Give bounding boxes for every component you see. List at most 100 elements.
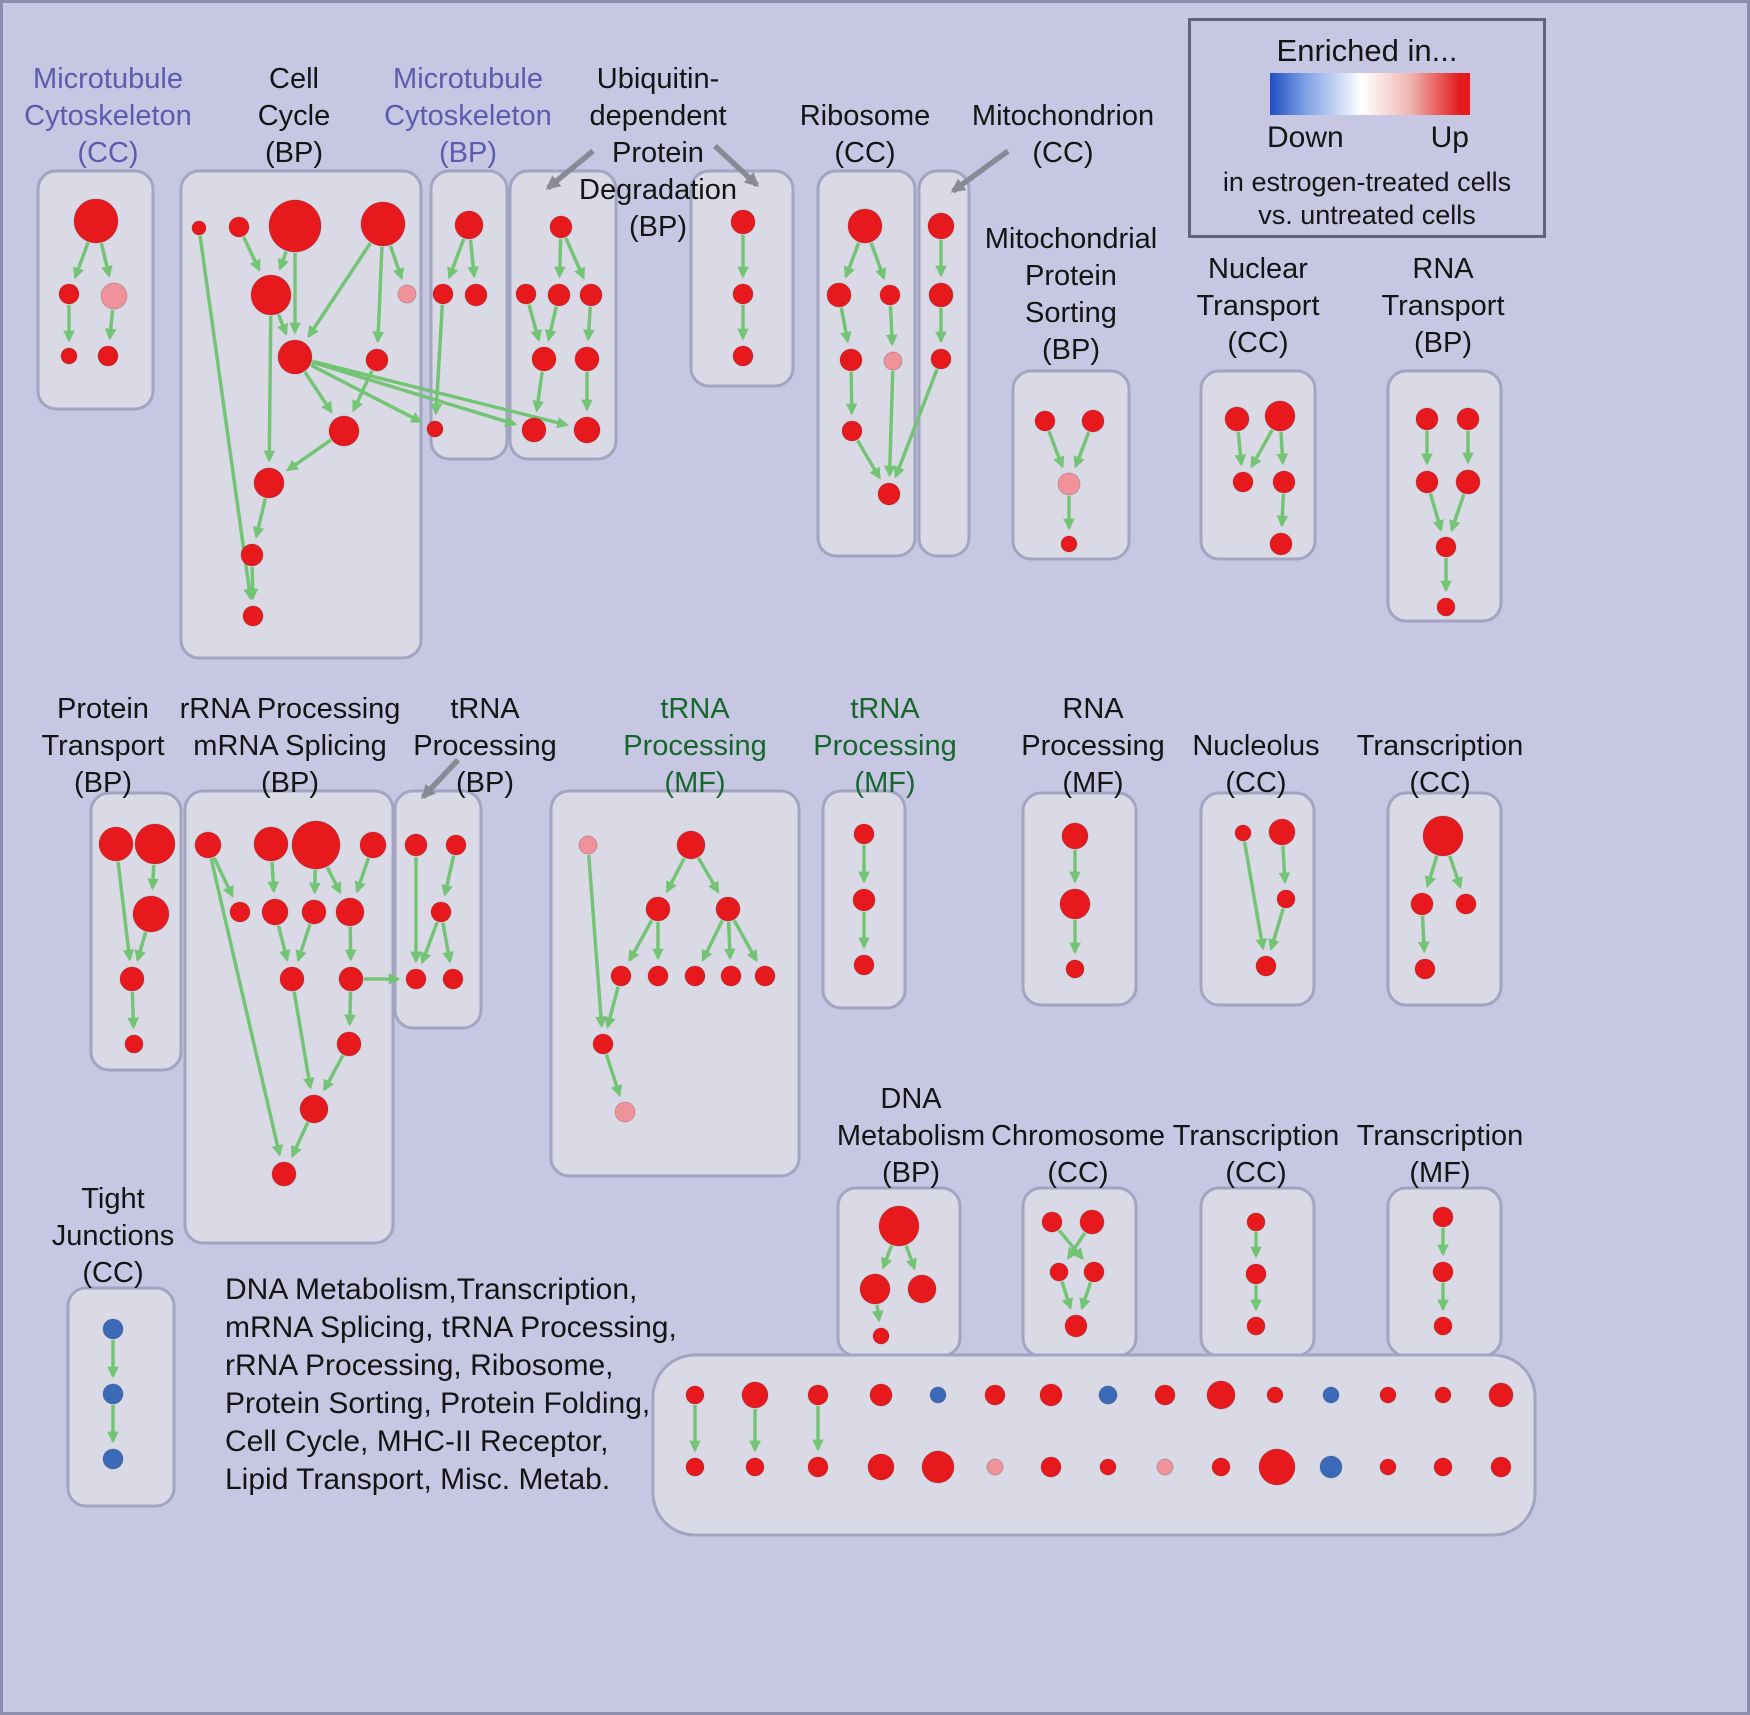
- relationship-arrow: [127, 991, 140, 1030]
- go-term-node: [645, 896, 671, 922]
- go-term-node: [1415, 470, 1439, 494]
- relationship-arrow: [628, 919, 654, 963]
- go-term-node: [1455, 469, 1481, 495]
- go-term-node: [359, 831, 387, 859]
- go-term-node: [124, 1034, 144, 1054]
- legend-caption-line1: in estrogen-treated cells: [1222, 167, 1512, 197]
- footnote-line: Cell Cycle, MHC-II Receptor,: [225, 1425, 609, 1458]
- go-term-node: [335, 897, 365, 927]
- go-term-node: [365, 348, 389, 372]
- relationship-arrow: [276, 925, 291, 962]
- go-term-node: [1081, 409, 1105, 433]
- go-term-node: [1206, 1380, 1236, 1410]
- relationship-arrow: [893, 368, 939, 479]
- relationship-arrow: [696, 857, 720, 894]
- relationship-arrow: [845, 371, 858, 416]
- go-term-node: [338, 966, 364, 992]
- relationship-arrow: [564, 237, 585, 280]
- relationship-arrow: [1268, 908, 1285, 951]
- label-pointer-arrow: [950, 148, 1010, 194]
- relationship-arrow: [701, 919, 724, 962]
- relationship-arrow: [325, 866, 342, 895]
- cluster-box: [508, 169, 618, 461]
- go-term-node: [464, 283, 488, 307]
- go-term-node: [984, 1384, 1006, 1406]
- go-term-node: [878, 1205, 920, 1247]
- relationship-arrow: [1079, 1281, 1093, 1311]
- go-term-node: [547, 283, 571, 307]
- footnote-line: mRNA Splicing, tRNA Processing,: [225, 1311, 677, 1344]
- relationship-arrow: [872, 1304, 884, 1323]
- go-term-node: [1266, 1386, 1284, 1404]
- go-term-node: [1057, 472, 1081, 496]
- legend-gradient-bar: [1270, 73, 1470, 115]
- go-term-node: [883, 351, 903, 371]
- go-term-node: [73, 198, 119, 244]
- go-term-node: [1099, 1458, 1117, 1476]
- relationship-arrow: [99, 242, 113, 278]
- nodes-layer: [58, 198, 1514, 1486]
- relationship-arrow: [732, 919, 758, 963]
- relationship-arrow: [309, 869, 321, 895]
- relationship-arrow: [277, 250, 289, 271]
- go-term-node: [134, 823, 176, 865]
- go-term-node: [720, 965, 742, 987]
- go-term-node: [268, 199, 322, 253]
- go-term-node: [841, 420, 863, 442]
- relationship-arrow: [856, 439, 881, 480]
- go-term-node: [432, 283, 454, 305]
- go-term-node: [907, 1274, 937, 1304]
- relationship-arrow: [267, 861, 280, 894]
- go-term-node: [454, 210, 484, 240]
- go-term-node: [279, 966, 305, 992]
- go-term-node: [867, 1453, 895, 1481]
- go-term-node: [1455, 893, 1477, 915]
- go-term-node: [1065, 959, 1085, 979]
- relationship-arrow: [276, 313, 289, 336]
- go-term-node: [685, 1385, 705, 1405]
- go-term-node: [807, 1456, 829, 1478]
- relationship-arrow: [532, 371, 544, 413]
- go-term-node: [253, 826, 289, 862]
- go-term-node: [271, 1161, 297, 1187]
- relationship-arrow: [1278, 845, 1291, 885]
- go-term-node: [132, 895, 170, 933]
- go-term-node: [397, 284, 417, 304]
- go-term-node: [839, 348, 863, 372]
- relationship-arrow: [209, 858, 284, 1157]
- cluster-box: [1386, 369, 1503, 623]
- go-network-figure: [36, 143, 1537, 1537]
- relationship-arrow: [1448, 855, 1463, 890]
- go-term-node: [826, 282, 852, 308]
- go-term-node: [1434, 1386, 1452, 1404]
- relationship-arrow: [441, 855, 456, 897]
- go-term-node: [877, 482, 901, 506]
- cluster-box: [1011, 369, 1131, 561]
- legend: Enriched in... Down Up in estrogen-treat…: [1188, 18, 1546, 238]
- cluster-box: [1199, 369, 1317, 561]
- go-term-node: [1414, 958, 1436, 980]
- go-term-node: [1059, 888, 1091, 920]
- relationship-arrow: [242, 236, 261, 272]
- go-term-node: [1040, 1456, 1062, 1478]
- go-term-node: [102, 1383, 124, 1405]
- relationship-arrow: [904, 1245, 917, 1271]
- relationship-arrow: [311, 360, 518, 428]
- go-term-node: [1246, 1212, 1266, 1232]
- go-term-node: [100, 282, 128, 310]
- relationship-arrow: [1424, 855, 1439, 889]
- relationship-arrow: [1234, 431, 1247, 467]
- go-term-node: [445, 834, 467, 856]
- go-term-node: [328, 415, 360, 447]
- relationship-arrow: [312, 359, 569, 429]
- go-term-node: [1232, 471, 1254, 493]
- go-term-node: [745, 1457, 765, 1477]
- relationship-arrow: [1276, 431, 1289, 466]
- go-term-node: [1041, 1211, 1063, 1233]
- go-term-node: [574, 346, 600, 372]
- cluster-box: [651, 1353, 1537, 1537]
- go-term-node: [647, 965, 669, 987]
- relationship-arrow: [884, 370, 896, 478]
- go-term-node: [1264, 400, 1296, 432]
